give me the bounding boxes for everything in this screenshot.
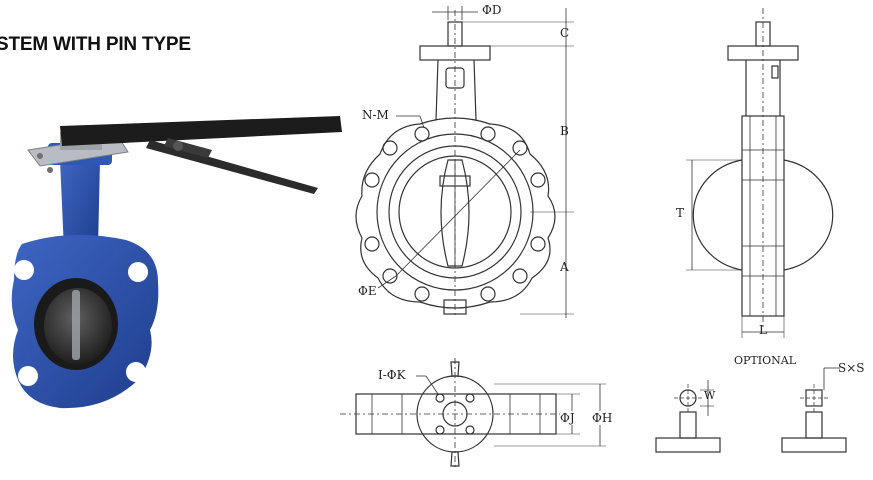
- label-phi-j: ΦJ: [560, 411, 575, 425]
- label-n-m: N-M: [362, 108, 389, 122]
- label-a: A: [560, 260, 569, 274]
- label-w: W: [704, 389, 716, 402]
- side-view: [686, 8, 834, 338]
- top-view: [340, 358, 606, 470]
- label-s-x-s: S×S: [838, 361, 865, 375]
- valve-photo: [11, 116, 342, 409]
- optional-pin-detail: [655, 380, 721, 453]
- label-t: T: [676, 206, 685, 220]
- label-phi-d: ΦD: [482, 3, 502, 17]
- label-optional: OPTIONAL: [734, 354, 796, 367]
- label-i-phi-k: I-ΦK: [378, 368, 406, 382]
- page-title: STEM WITH PIN TYPE: [0, 34, 191, 55]
- label-l: L: [759, 323, 767, 337]
- label-phi-h: ΦH: [592, 411, 613, 425]
- front-view: [355, 6, 574, 318]
- label-phi-e: ΦE: [358, 284, 377, 298]
- valve-body: [11, 234, 159, 409]
- optional-square-detail: [781, 367, 847, 453]
- label-c: C: [560, 26, 570, 40]
- label-b: B: [560, 124, 569, 138]
- lever-handle: [60, 116, 342, 194]
